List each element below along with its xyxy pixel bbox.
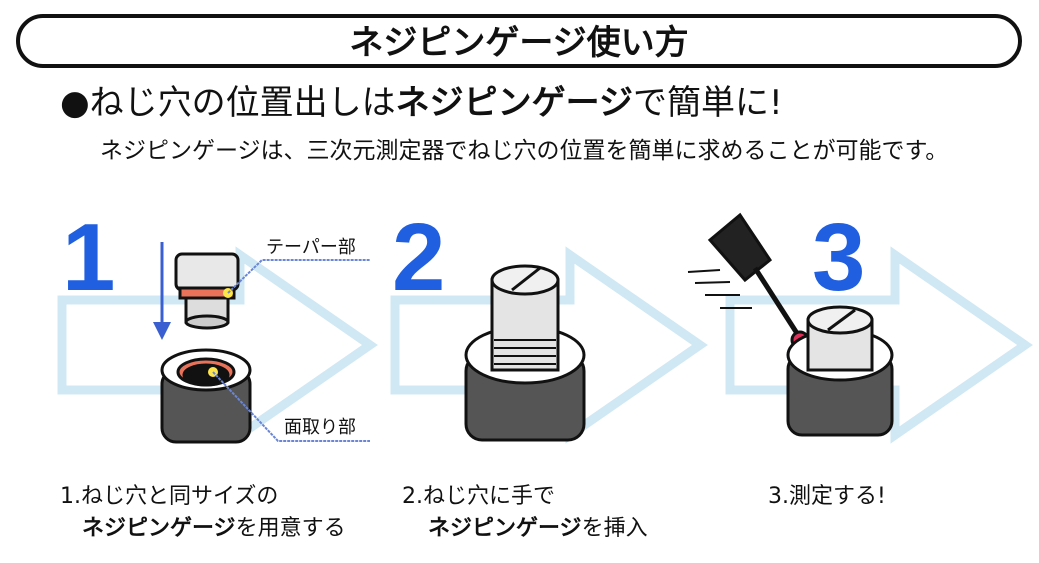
step1-caption-line1: 1.ねじ穴と同サイズの — [60, 484, 278, 509]
title-frame — [16, 14, 1022, 68]
step3-caption: 3.測定する! — [768, 484, 886, 509]
step-number-3: 3 — [812, 204, 865, 311]
arrow-2 — [390, 246, 708, 444]
arrow-3 — [725, 246, 1033, 444]
arrow-1 — [57, 246, 378, 444]
step-number-2: 2 — [392, 204, 445, 311]
label-taper: テーパー部 — [266, 237, 356, 258]
step2-caption-line2: ネジピンゲージを挿入 — [428, 516, 648, 541]
step-number-1: 1 — [62, 204, 115, 311]
step2-caption-line1: 2.ねじ穴に手で — [402, 484, 555, 509]
step2-illustration — [464, 264, 586, 442]
flow-arrows — [57, 246, 1033, 444]
label-chamfer: 面取り部 — [284, 417, 356, 438]
page-title: ネジピンゲージ使い方 — [349, 23, 688, 63]
step3-illustration — [687, 212, 894, 437]
step1-illustration — [153, 242, 370, 444]
step1-caption-line2: ネジピンゲージを用意する — [82, 516, 346, 541]
headline: ●ねじ穴の位置出しはネジピンゲージで簡単に! — [60, 83, 783, 123]
subtitle: ネジピンゲージは、三次元測定器でねじ穴の位置を簡単に求めることが可能です。 — [100, 138, 948, 164]
